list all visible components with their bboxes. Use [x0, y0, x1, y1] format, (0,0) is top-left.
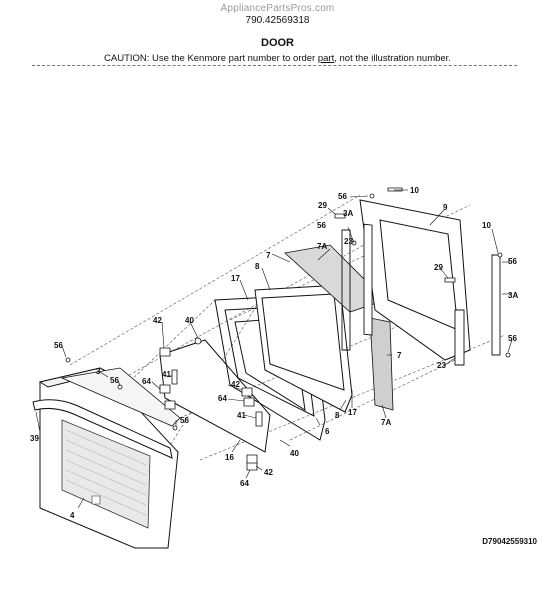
callout-8: 8	[255, 262, 260, 271]
bracket-41a	[172, 370, 177, 384]
leader-lines	[36, 190, 512, 508]
callout-3A: 3A	[343, 209, 353, 218]
callout-42: 42	[153, 316, 162, 325]
screw-10b	[498, 253, 502, 257]
callout-3: 3	[96, 367, 101, 376]
callout-23: 23	[437, 361, 446, 370]
clip-64b	[244, 398, 254, 406]
door-window	[62, 420, 150, 528]
model-number: 790.42569318	[245, 15, 310, 26]
screw-56d	[66, 358, 70, 362]
callout-56: 56	[54, 341, 63, 350]
callout-labels: 10 56 29 3A 9 10 56 23 7A 7 8 29 56 3A 1…	[30, 186, 518, 520]
badge-icon	[92, 496, 100, 504]
door-handle	[33, 400, 172, 458]
screw-56a	[370, 194, 374, 198]
callout-7A: 7A	[381, 418, 391, 427]
clip-42a2	[165, 401, 175, 409]
callout-64: 64	[218, 394, 227, 403]
callout-17: 17	[231, 274, 240, 283]
callout-56: 56	[180, 416, 189, 425]
callout-64: 64	[240, 479, 249, 488]
outer-door-panel	[33, 368, 178, 548]
callout-41: 41	[162, 370, 171, 379]
callout-56: 56	[317, 221, 326, 230]
screw-56e	[118, 385, 122, 389]
part-link[interactable]: part	[317, 53, 335, 64]
hinge-bracket	[455, 310, 464, 365]
screw-40a	[195, 338, 201, 344]
clip-64c	[247, 455, 257, 463]
callout-23: 23	[344, 237, 353, 246]
top-trim-rail	[62, 368, 180, 426]
screw-10a	[388, 188, 402, 191]
callout-7: 7	[397, 351, 402, 360]
small-hardware	[66, 188, 510, 470]
screw-56f	[506, 353, 510, 357]
callout-4: 4	[70, 511, 75, 520]
caution-note: CAUTION: Use the Kenmore part number to …	[0, 53, 555, 64]
caution-suffix: , not the illustration number.	[334, 53, 451, 64]
insulation-side	[370, 318, 393, 410]
callout-7A: 7A	[317, 242, 327, 251]
callout-40: 40	[290, 449, 299, 458]
callout-6: 6	[325, 427, 330, 436]
callout-8: 8	[335, 411, 340, 420]
callout-40: 40	[185, 316, 194, 325]
callout-3A: 3A	[508, 291, 518, 300]
left-hinge-channel	[364, 224, 372, 335]
callout-39: 39	[30, 434, 39, 443]
side-channel	[342, 230, 350, 350]
caution-prefix: CAUTION: Use the Kenmore part number to …	[104, 53, 318, 64]
right-hinge-channel	[492, 255, 500, 355]
callout-42: 42	[264, 468, 273, 477]
callout-56: 56	[338, 192, 347, 201]
diagram-id: D79042559310	[482, 537, 537, 546]
callout-9: 9	[443, 203, 448, 212]
bracket-41b	[256, 412, 262, 426]
clip-42a	[160, 348, 170, 356]
callout-29: 29	[434, 263, 443, 272]
clip-29a	[335, 214, 345, 218]
page-title: DOOR	[261, 37, 294, 49]
callout-7: 7	[266, 251, 271, 260]
callout-16: 16	[225, 453, 234, 462]
callout-42: 42	[231, 380, 240, 389]
clip-42b	[242, 388, 252, 396]
callout-17: 17	[348, 408, 357, 417]
callout-56: 56	[508, 334, 517, 343]
clip-29b	[445, 278, 455, 282]
callout-10: 10	[410, 186, 419, 195]
intermediate-glass	[255, 285, 352, 412]
callout-56: 56	[508, 257, 517, 266]
callout-10: 10	[482, 221, 491, 230]
callout-41: 41	[237, 411, 246, 420]
clip-64a	[160, 385, 170, 393]
callout-64: 64	[142, 377, 151, 386]
header-divider	[32, 65, 517, 66]
callout-56: 56	[110, 376, 119, 385]
callout-29: 29	[318, 201, 327, 210]
screw-56g	[173, 426, 177, 430]
site-watermark: AppliancePartsPros.com	[220, 3, 335, 14]
